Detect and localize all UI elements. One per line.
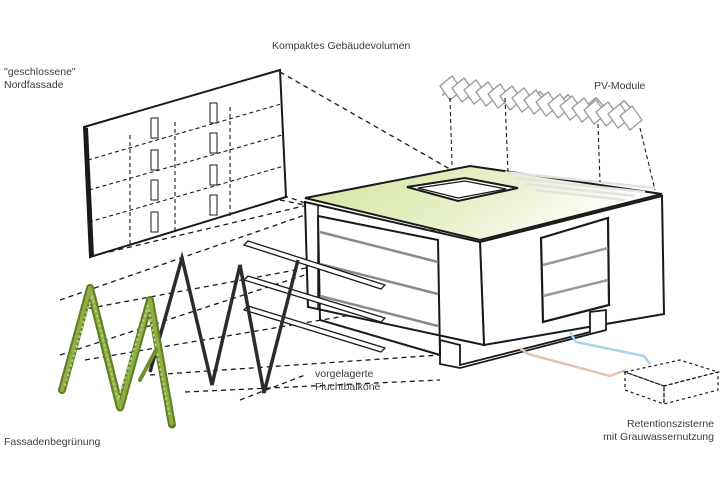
- label-compact-volume: Kompaktes Gebäudevolumen: [272, 40, 411, 52]
- label-retention-cistern: Retentionszisterne mit Grauwassernutzung: [603, 418, 714, 443]
- north-facade: [82, 68, 288, 259]
- label-north-facade: "geschlossene" Nordfassade: [4, 66, 76, 91]
- pv-modules: [439, 75, 656, 191]
- label-facade-greening: Fassadenbegrünung: [4, 436, 101, 448]
- building-volume: [303, 164, 666, 369]
- facade-greening: [58, 284, 176, 429]
- zigzag-trellis: [148, 251, 300, 394]
- pipes: [519, 331, 651, 378]
- label-escape-balconies: vorgelagerte Fluchtbalkone: [315, 368, 381, 393]
- retention-cistern: [622, 359, 720, 405]
- label-pv-modules: PV-Module: [594, 80, 646, 92]
- escape-balconies: [242, 240, 387, 353]
